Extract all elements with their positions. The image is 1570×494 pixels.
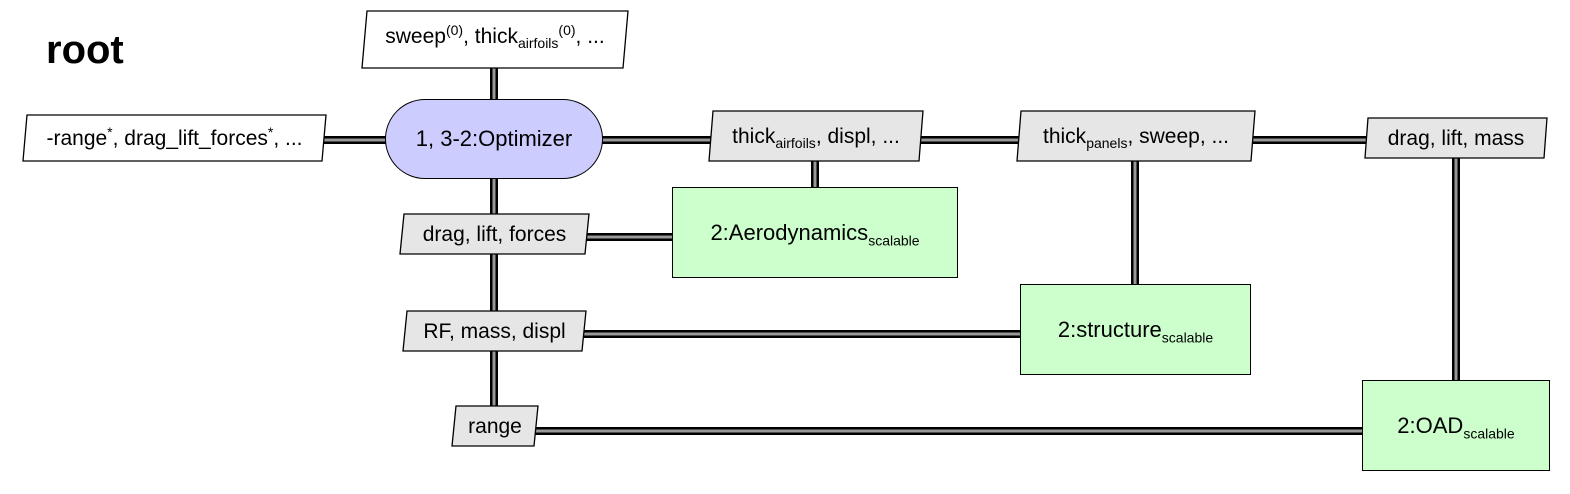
- aero-input-node: thickairfoils, displ, ...: [708, 110, 924, 162]
- oad-component: 2:OADscalable: [1362, 380, 1550, 471]
- oad-input-node: drag, lift, mass: [1364, 117, 1548, 159]
- optimizer-node: 1, 3-2:Optimizer: [385, 99, 603, 179]
- aerodynamics-label: 2:Aerodynamicsscalable: [710, 219, 920, 248]
- aerodynamics-component: 2:Aerodynamicsscalable: [672, 187, 958, 278]
- structure-output-node: RF, mass, displ: [402, 310, 587, 352]
- aero-output-label: drag, lift, forces: [422, 222, 567, 246]
- structure-component: 2:structurescalable: [1020, 284, 1251, 375]
- outputs-label: -range*, drag_lift_forces*, ...: [46, 123, 303, 150]
- structure-input-label: thickpanels, sweep, ...: [1043, 124, 1229, 151]
- structure-label: 2:structurescalable: [1057, 316, 1214, 345]
- outputs-node: -range*, drag_lift_forces*, ...: [22, 114, 327, 162]
- aero-output-node: drag, lift, forces: [399, 213, 590, 255]
- oad-output-label: range: [468, 414, 522, 438]
- initial-values-node: sweep(0), thickairfoils(0), ...: [361, 10, 629, 69]
- structure-output-label: RF, mass, displ: [423, 319, 566, 343]
- structure-input-node: thickpanels, sweep, ...: [1016, 110, 1256, 162]
- aero-input-label: thickairfoils, displ, ...: [732, 124, 900, 151]
- page-title: root: [46, 28, 124, 72]
- oad-input-label: drag, lift, mass: [1387, 126, 1525, 150]
- oad-output-node: range: [451, 405, 539, 447]
- oad-label: 2:OADscalable: [1397, 412, 1515, 441]
- initial-values-label: sweep(0), thickairfoils(0), ...: [385, 22, 605, 52]
